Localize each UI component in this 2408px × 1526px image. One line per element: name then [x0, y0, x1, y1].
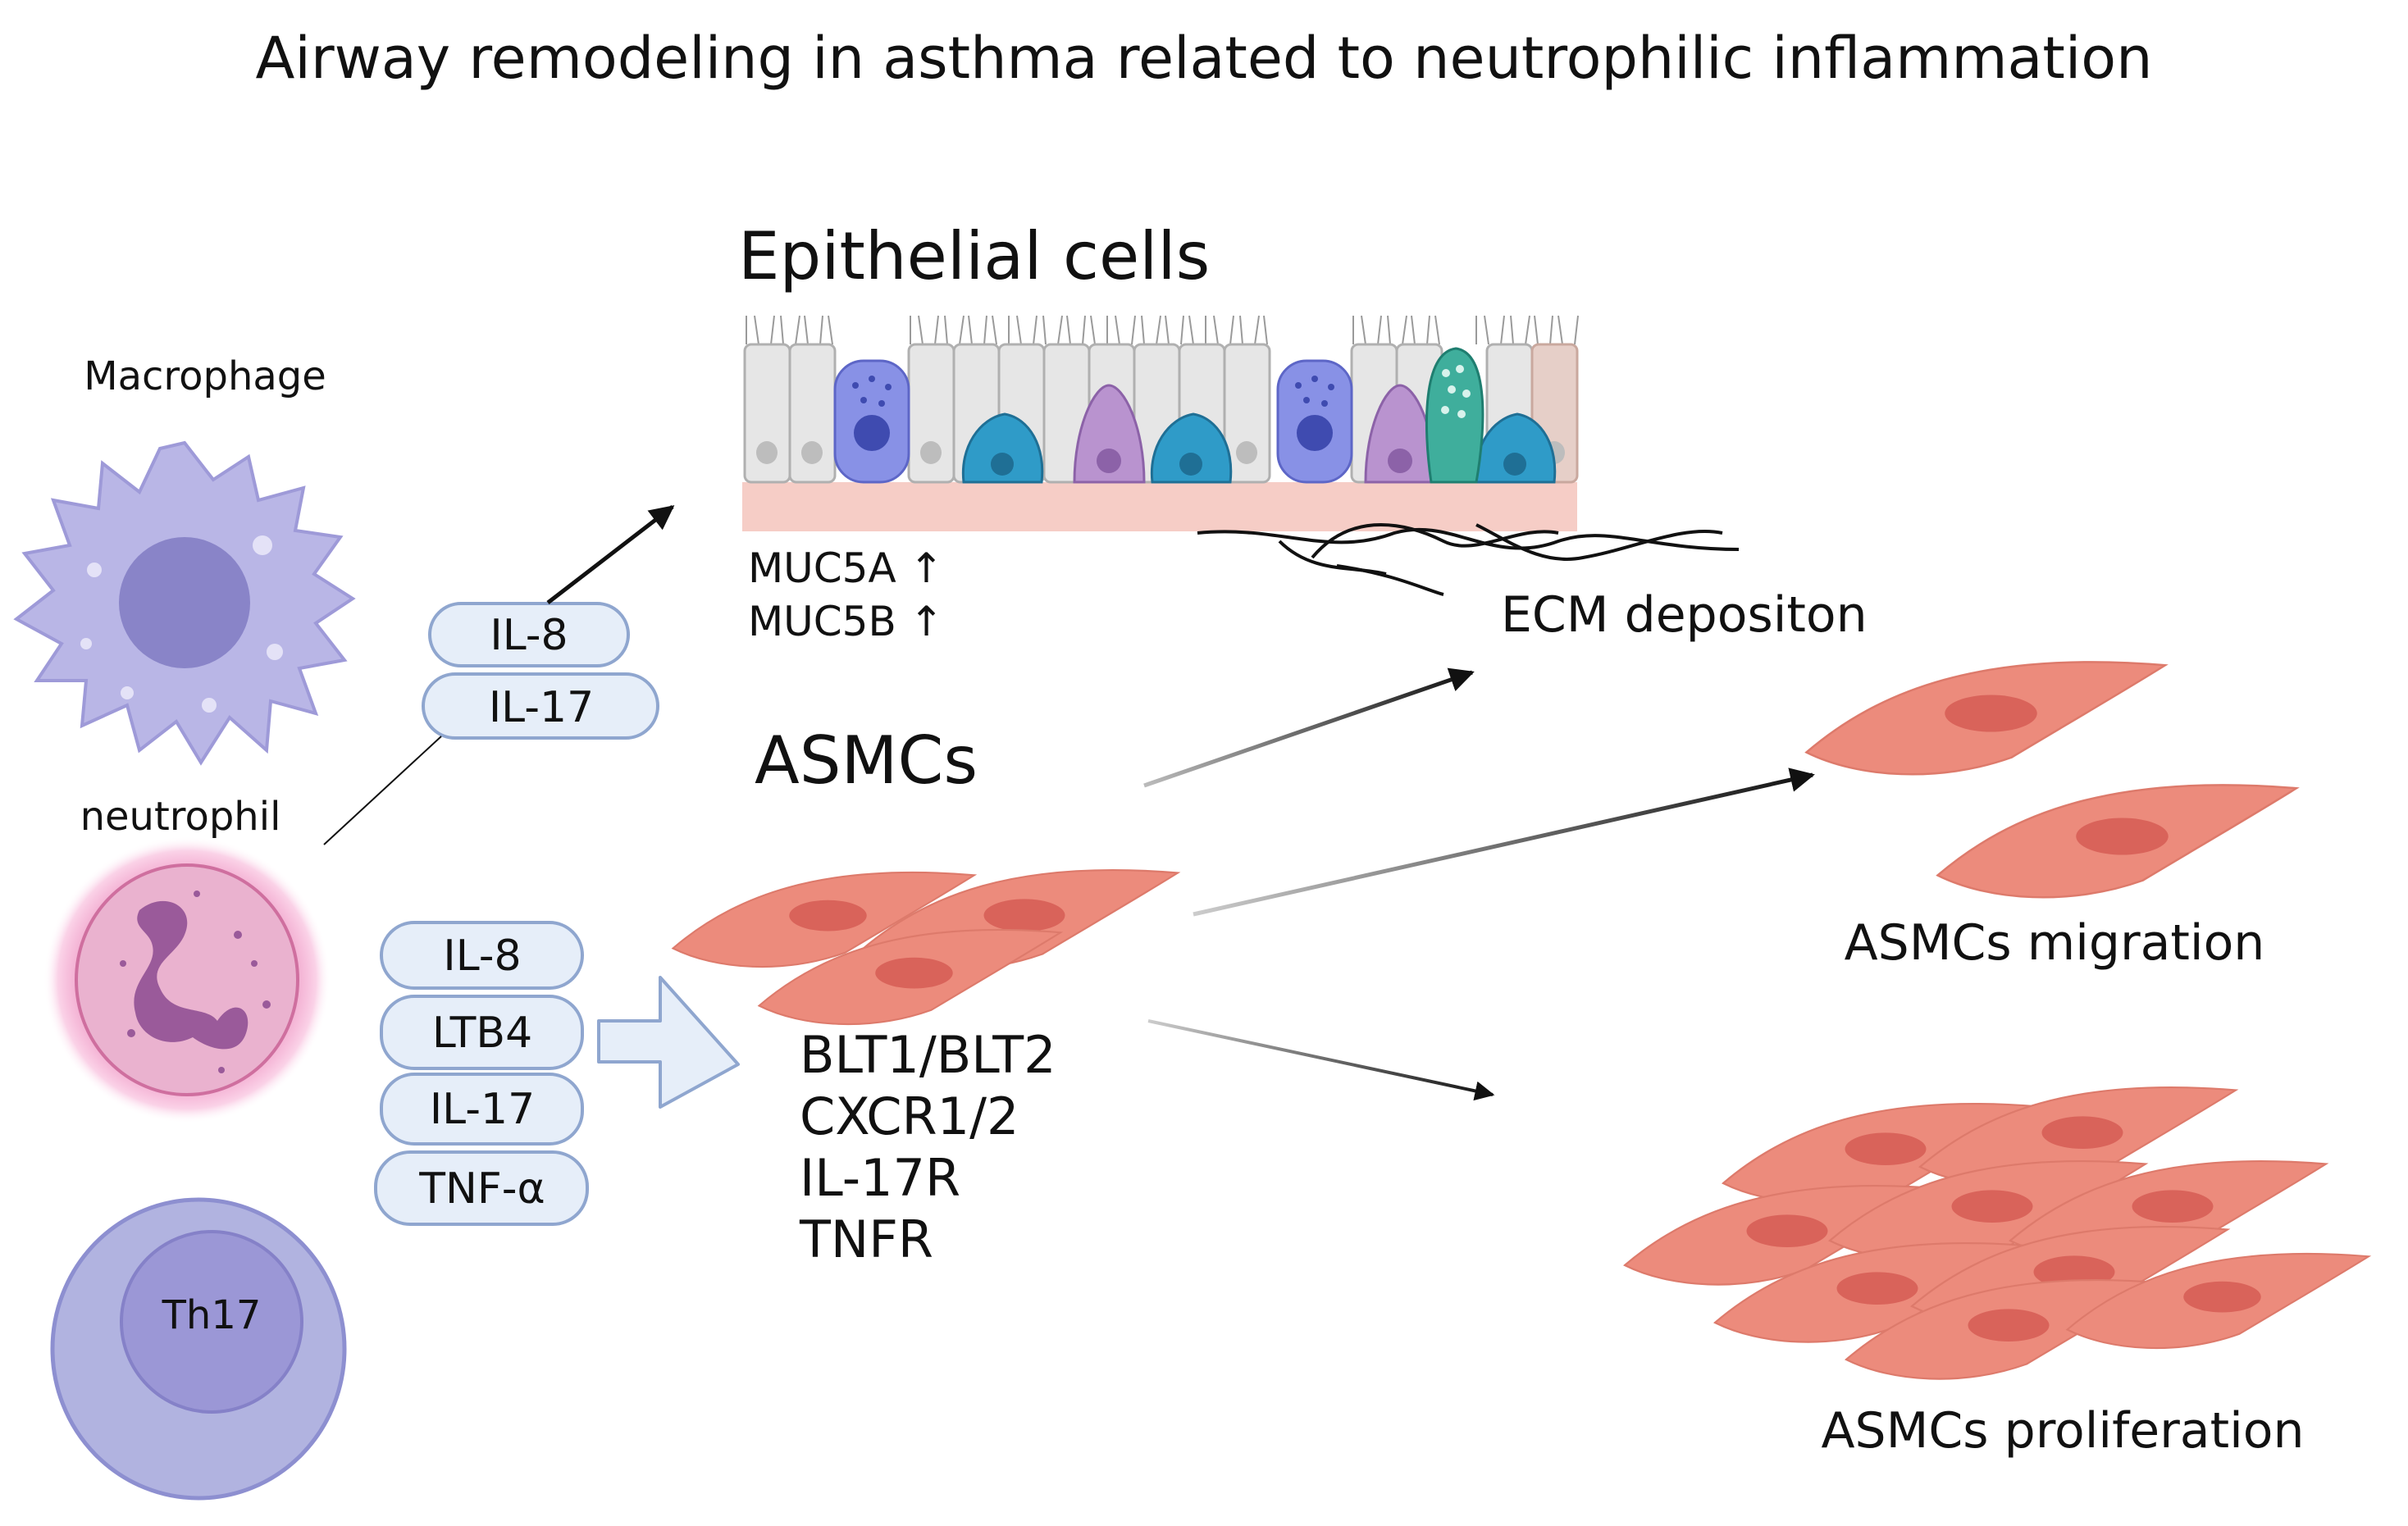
- svg-text:TNF-α: TNF-α: [418, 1164, 545, 1214]
- svg-text:IL-8: IL-8: [443, 932, 521, 981]
- macrophage-cell: [13, 440, 356, 766]
- receptor-blt: BLT1/BLT2: [800, 1025, 1056, 1085]
- svg-text:IL-17: IL-17: [489, 683, 594, 732]
- asmc-migration-label: ASMCs migration: [1845, 914, 2265, 972]
- epithelium-layer: [742, 315, 1579, 531]
- asmc-proliferation-label: ASMCs proliferation: [1821, 1402, 2304, 1460]
- epithelium-label: Epithelial cells: [738, 218, 1210, 294]
- svg-text:LTB4: LTB4: [432, 1009, 532, 1058]
- proliferating-asmc-cells: [1623, 1086, 2370, 1380]
- macrophage-label: Macrophage: [84, 353, 326, 399]
- cytokine-pill-top-il17: IL-17: [422, 672, 659, 740]
- asmc-cluster: [672, 868, 1179, 1026]
- block-arrow-icon: [597, 976, 740, 1109]
- cytokine-pill-il17: IL-17: [380, 1073, 584, 1146]
- migrating-asmc-cells: [1805, 661, 2298, 899]
- th17-label: Th17: [162, 1292, 262, 1338]
- cytokine-pill-il8: IL-8: [380, 921, 584, 990]
- neutrophil-connector-line: [323, 736, 442, 845]
- arrow-to-migration: [1193, 768, 1815, 917]
- muc5b-marker: MUC5B ↑: [748, 598, 944, 645]
- svg-text:IL-17: IL-17: [430, 1085, 535, 1134]
- neutrophil-label: neutrophil: [80, 794, 281, 840]
- cytokine-pill-top-il8: IL-8: [428, 602, 630, 667]
- cytokine-pill-tnfa: TNF-α: [374, 1150, 589, 1226]
- asmc-label: ASMCs: [755, 722, 978, 799]
- arrow-to-epithelium: [546, 505, 675, 604]
- receptor-tnfr: TNFR: [799, 1209, 933, 1269]
- muc5a-marker: MUC5A ↑: [748, 544, 943, 592]
- arrow-to-proliferation: [1147, 1019, 1495, 1101]
- arrow-to-ecm: [1143, 667, 1475, 788]
- cytokine-pill-ltb4: LTB4: [380, 995, 584, 1070]
- receptor-il17r: IL-17R: [800, 1148, 960, 1208]
- receptor-cxcr: CXCR1/2: [800, 1086, 1019, 1146]
- diagram-title: Airway remodeling in asthma related to n…: [255, 25, 2152, 92]
- th17-cell: [50, 1197, 347, 1501]
- ecm-fibers: [1197, 523, 1740, 596]
- neutrophil-cell: [43, 836, 331, 1123]
- svg-text:IL-8: IL-8: [490, 611, 568, 660]
- ecm-deposition-label: ECM depositon: [1501, 586, 1868, 644]
